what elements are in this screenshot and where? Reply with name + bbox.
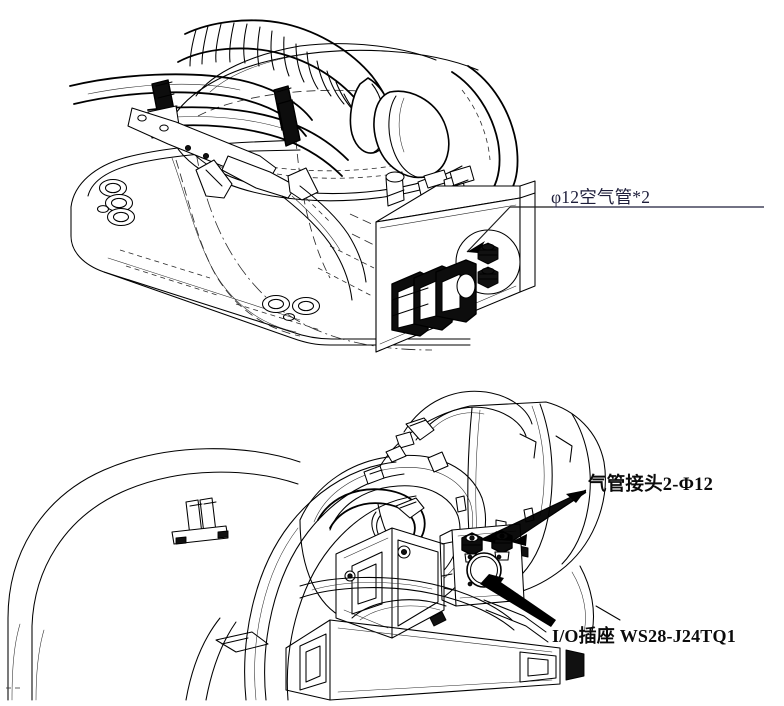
- support-struts: [185, 576, 549, 701]
- flange-bolt-holes-bottom: [261, 294, 321, 321]
- cable-clamp-right: [277, 99, 301, 147]
- note-air-tube-label: φ12空气管*2: [551, 187, 651, 207]
- cable-loop-clamp: [171, 497, 229, 545]
- note-air-fitting-label: 气管接头2-Φ12: [588, 475, 714, 495]
- front-joint-boss: [395, 417, 449, 473]
- air-port-upper: [477, 242, 499, 265]
- robot-base-assembly: [69, 19, 536, 353]
- hose-connector-piece: [395, 497, 425, 519]
- leader-air-tube: [466, 206, 764, 253]
- air-port-lower: [477, 266, 499, 289]
- note-io-socket-label: I/O插座 WS28-J24TQ1: [552, 626, 736, 646]
- turret-rib-left: [195, 159, 233, 199]
- leader-air-fitting: [479, 489, 587, 546]
- mount-post-a: [385, 171, 405, 207]
- turret-rib-center: [287, 167, 319, 201]
- shell-top-bracket: [363, 445, 407, 485]
- leader-io-socket: [480, 574, 556, 627]
- cable-conduit-bellows: [177, 19, 450, 179]
- base-block-casting: [281, 185, 367, 301]
- base-block-hidden-edges: [317, 213, 377, 297]
- cable-loop-large: [6, 448, 301, 701]
- lower-linkage: [285, 599, 585, 701]
- connector-strip: [391, 259, 477, 337]
- robot-upper-arm-assembly: [6, 390, 621, 701]
- barrel-tail: [571, 565, 621, 633]
- flange-bolt-holes-left: [96, 178, 136, 227]
